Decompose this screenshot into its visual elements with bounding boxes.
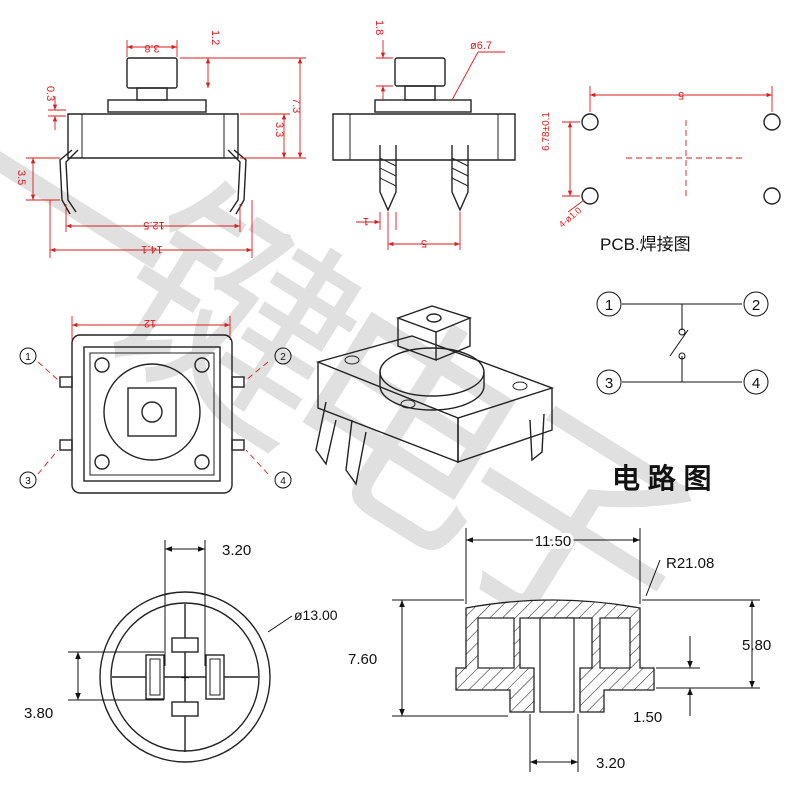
dim-flange: 0.3 — [44, 86, 56, 101]
dim-pcb-spacing-x: 5 — [678, 89, 684, 101]
dim-pin-width: 1 — [363, 215, 369, 227]
circuit-title: 电 路 图 — [612, 463, 712, 494]
circuit-pin-3: 3 — [605, 375, 613, 392]
dim-leg-height: 3.5 — [15, 170, 27, 185]
top-pin-4: 4 — [280, 476, 286, 487]
dim-cap-diameter-13: ø13.00 — [294, 607, 338, 623]
dim-body-width: 12.5 — [143, 219, 164, 231]
dim-section-height: 7.60 — [348, 651, 377, 668]
dim-span-width: 14.1 — [141, 243, 162, 255]
watermark-text: 一键电子 — [0, 40, 731, 701]
dim-top-width-12: 12 — [144, 317, 156, 329]
front-view: 1.8 ø6.7 5 1 — [332, 20, 516, 250]
dim-section-top-width: 11.50 — [535, 533, 571, 550]
dim-section-step: 1.50 — [633, 709, 662, 726]
svg-text:+: + — [180, 670, 189, 687]
dim-total-height: 7.3 — [290, 98, 302, 113]
dim-cap-height: 1.8 — [373, 20, 385, 35]
cap-section-view: 11.50 R21.08 7.60 5.80 1.50 3.20 — [348, 528, 771, 772]
dim-cap-slot-width: 3.20 — [222, 542, 251, 559]
top-pin-3: 3 — [25, 476, 31, 487]
dim-section-inner-height: 5.80 — [742, 637, 771, 654]
dim-cap-diameter: ø6.7 — [470, 40, 492, 52]
pcb-footprint: 5 6.78±0.1 4-ø1.0 PCB.焊接图 — [541, 86, 781, 254]
dim-section-slot-width: 3.20 — [596, 755, 625, 772]
dim-pin-pitch: 5 — [421, 237, 427, 249]
top-view: 12 1 2 3 4 — [19, 316, 292, 494]
isometric-view — [315, 305, 555, 486]
dim-pcb-spacing-y: 6.78±0.1 — [541, 112, 552, 151]
dim-top-width: 3.8 — [144, 42, 159, 54]
dim-top-height: 1.2 — [209, 30, 221, 45]
circuit-pin-1: 1 — [605, 297, 613, 314]
top-pin-2: 2 — [280, 352, 286, 363]
dim-pcb-hole: 4-ø1.0 — [557, 205, 583, 229]
dim-cap-slot-height: 3.80 — [24, 705, 53, 722]
circuit-diagram: 1 2 3 4 电 路 图 — [596, 291, 769, 494]
side-view: 3.8 1.2 0.3 7.3 3.3 3.5 12.5 14.1 — [15, 30, 306, 258]
watermark: 一键电子 — [0, 40, 731, 701]
circuit-pin-2: 2 — [752, 297, 760, 314]
top-pin-1: 1 — [25, 352, 31, 363]
dim-body-height: 3.3 — [273, 122, 285, 137]
pcb-title: PCB.焊接图 — [600, 235, 691, 254]
cap-top-view: 3.20 + ø13.00 3.80 — [24, 540, 338, 763]
circuit-pin-4: 4 — [752, 375, 760, 392]
dim-section-radius: R21.08 — [666, 555, 714, 572]
